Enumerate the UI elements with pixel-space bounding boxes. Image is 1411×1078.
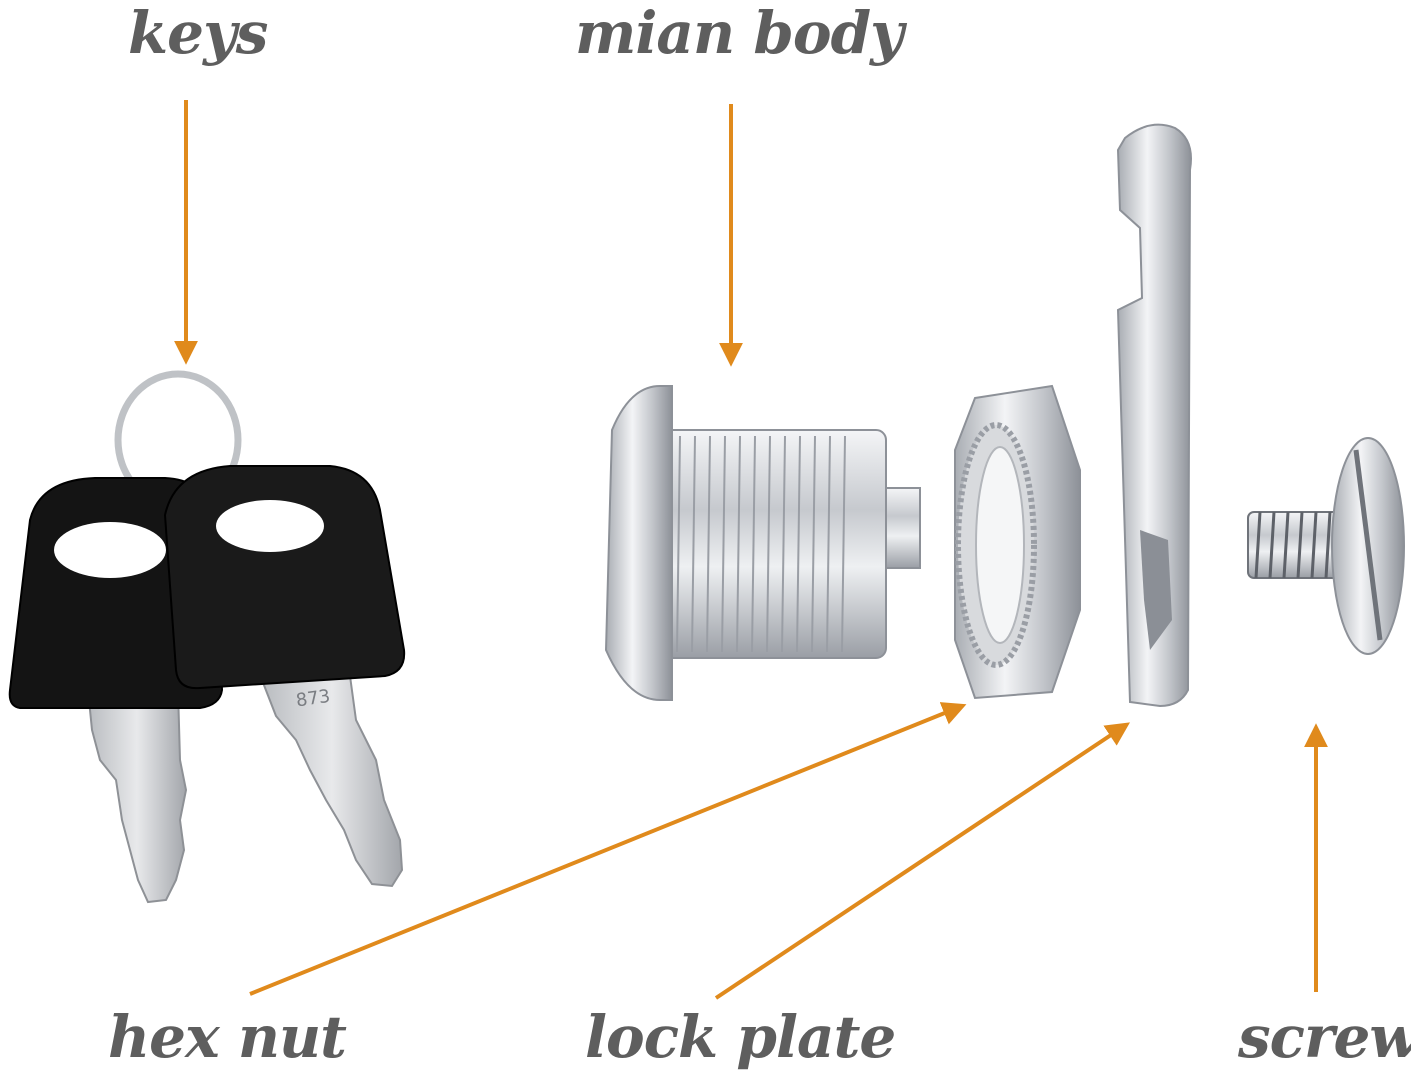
- hex-nut-illustration: [954, 384, 1081, 700]
- lock-plate-label: lock plate: [585, 1003, 896, 1071]
- hex-nut-label: hex nut: [108, 1003, 347, 1071]
- hex-nut-arrow: [249, 702, 967, 996]
- key-stamp: 873: [295, 686, 332, 712]
- right-key-head: [163, 465, 406, 690]
- left-key-hole: [54, 522, 166, 578]
- screw-thread-lines: [1254, 511, 1332, 579]
- main-body-flange: [604, 385, 673, 701]
- lock-plate-arrow: [714, 722, 1130, 1000]
- screw-slot: [1353, 449, 1383, 641]
- main-body-illustration: [604, 385, 921, 701]
- screw-label: screw: [1238, 1003, 1411, 1071]
- keys-illustration: 873: [8, 370, 406, 904]
- keys-label: keys: [128, 0, 268, 67]
- hex-nut-inner: [975, 446, 1025, 644]
- screw-illustration: [1247, 437, 1405, 655]
- right-key-blade: [260, 674, 404, 888]
- left-key-blade: [86, 689, 188, 904]
- lock-plate-notch: [1140, 530, 1172, 650]
- pointer-arrows: [174, 100, 1328, 1000]
- main-body-thread-lines: [661, 435, 846, 653]
- lock-plate-body: [1116, 123, 1192, 708]
- lock-plate-illustration: [1116, 123, 1192, 708]
- main-body-label: mian body: [575, 0, 904, 67]
- right-key-hole: [216, 500, 324, 552]
